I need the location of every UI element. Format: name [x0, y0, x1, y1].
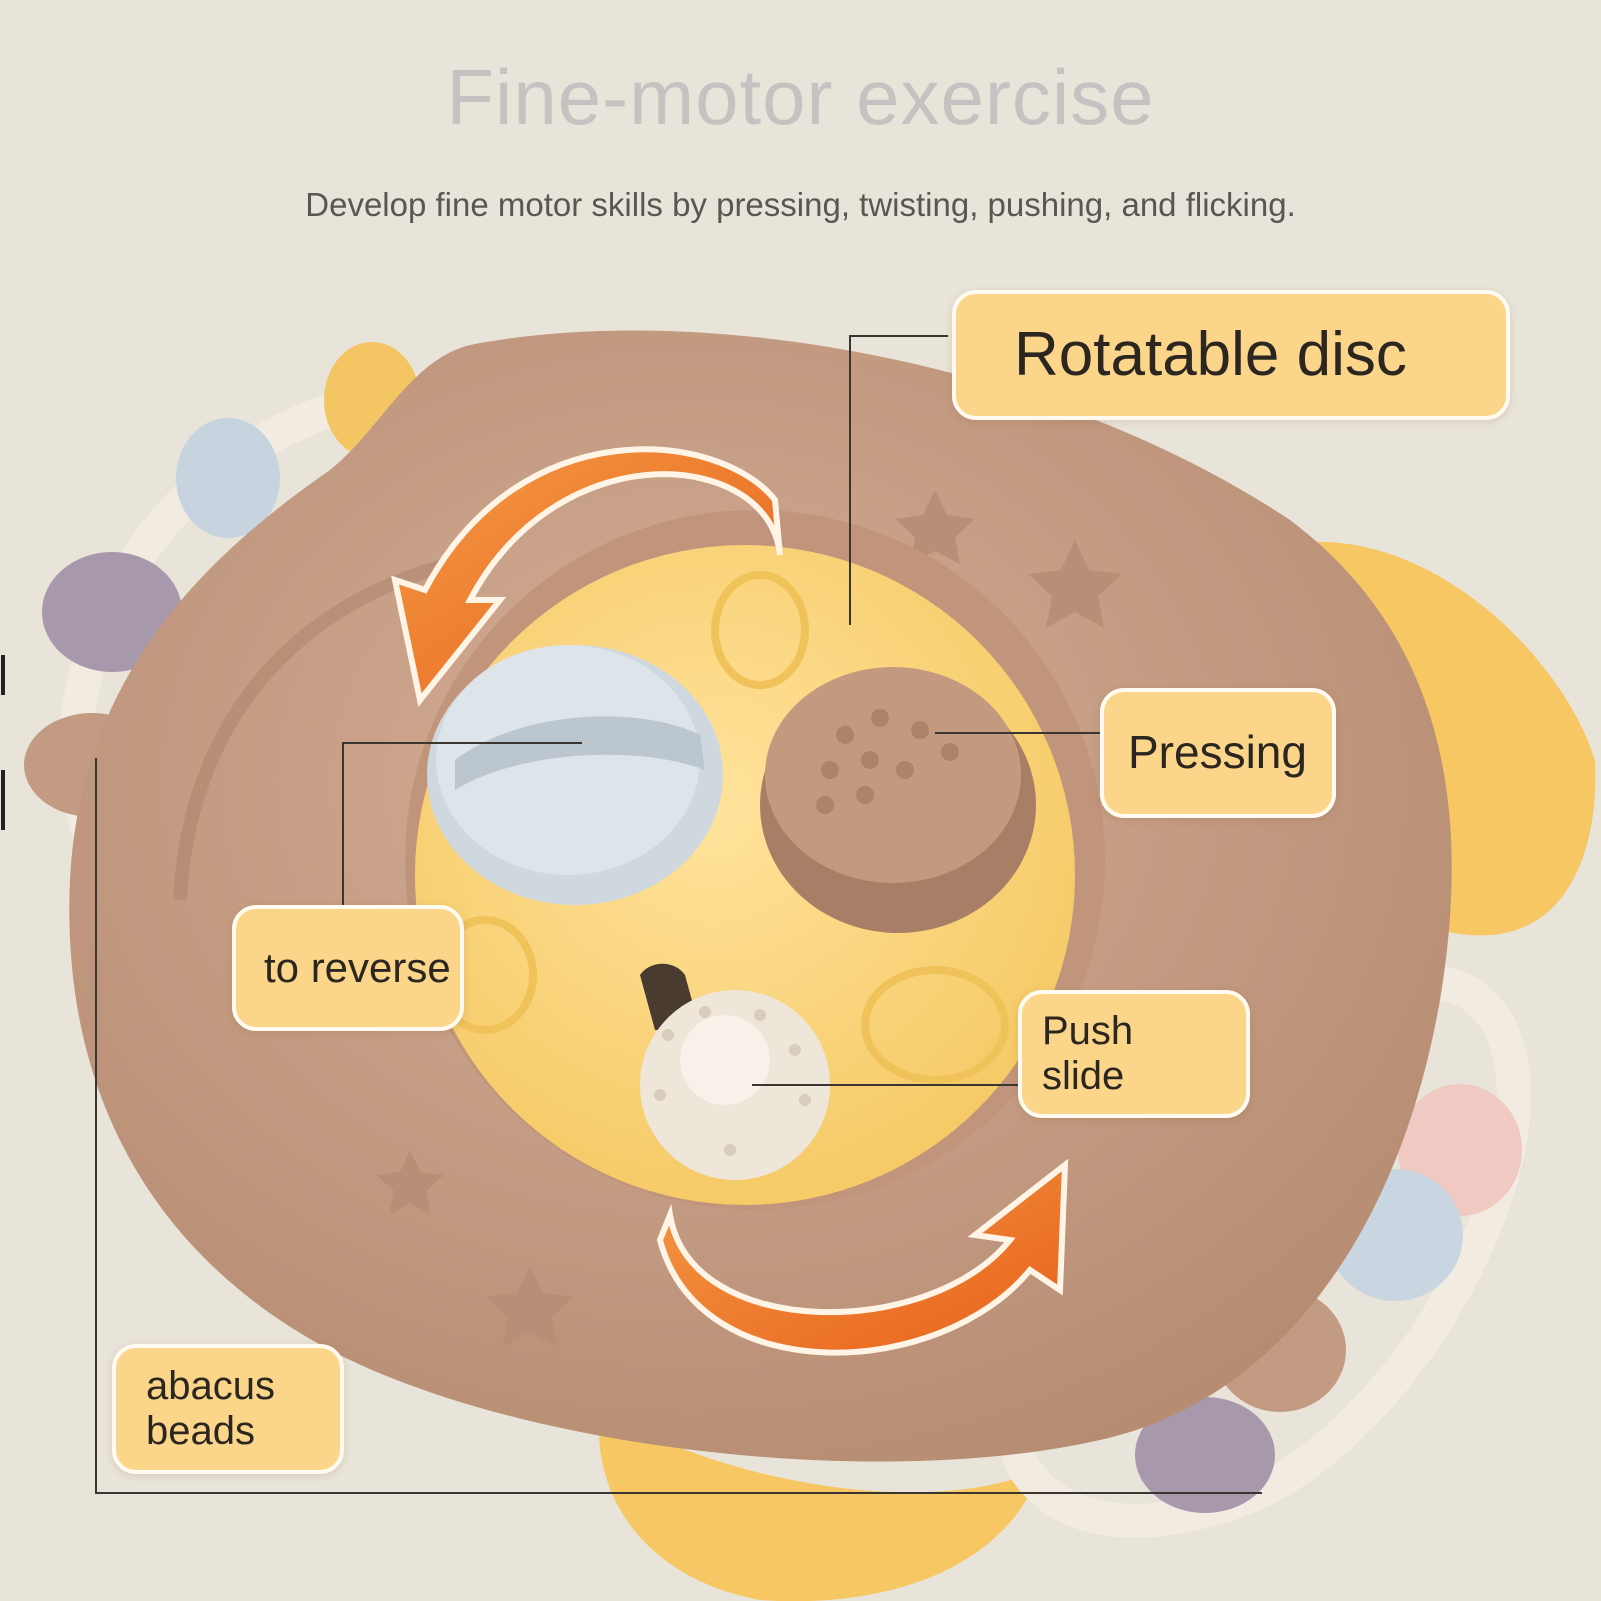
star-decorations [376, 490, 1122, 1347]
leader-to-reverse [342, 742, 582, 905]
callout-pressing: Pressing [1100, 688, 1336, 818]
callout-push-slide: Push slide [1018, 990, 1250, 1118]
page-subtitle: Develop fine motor skills by pressing, t… [305, 186, 1296, 223]
callout-rotatable-disc: Rotatable disc [952, 290, 1510, 420]
callout-to-reverse-label: to reverse [264, 944, 451, 992]
abacus-ring-right [1003, 965, 1531, 1538]
callout-pressing-label: Pressing [1128, 726, 1307, 779]
bead-purple-2 [1135, 1397, 1275, 1513]
bead-purple [42, 552, 182, 672]
callout-push-slide-label: Push slide [1042, 1009, 1134, 1098]
callout-to-reverse: to reverse [232, 905, 464, 1031]
page-title: Fine-motor exercise [446, 53, 1155, 141]
leader-abacus-beads [95, 758, 1262, 1494]
callout-abacus-beads-label: abacus beads [146, 1364, 275, 1453]
twist-knob[interactable] [427, 645, 723, 905]
callout-rotatable-disc-label: Rotatable disc [1014, 320, 1407, 390]
rotate-arrow-top-icon [390, 446, 783, 707]
rotate-arrow-bottom-icon [656, 1158, 1069, 1356]
ear-bottom [598, 1410, 1040, 1601]
push-slide-button[interactable] [640, 990, 830, 1180]
callout-abacus-beads: abacus beads [112, 1344, 344, 1474]
bead-blue [176, 418, 280, 538]
press-button[interactable] [760, 667, 1036, 933]
leader-rotatable-disc [849, 335, 948, 625]
